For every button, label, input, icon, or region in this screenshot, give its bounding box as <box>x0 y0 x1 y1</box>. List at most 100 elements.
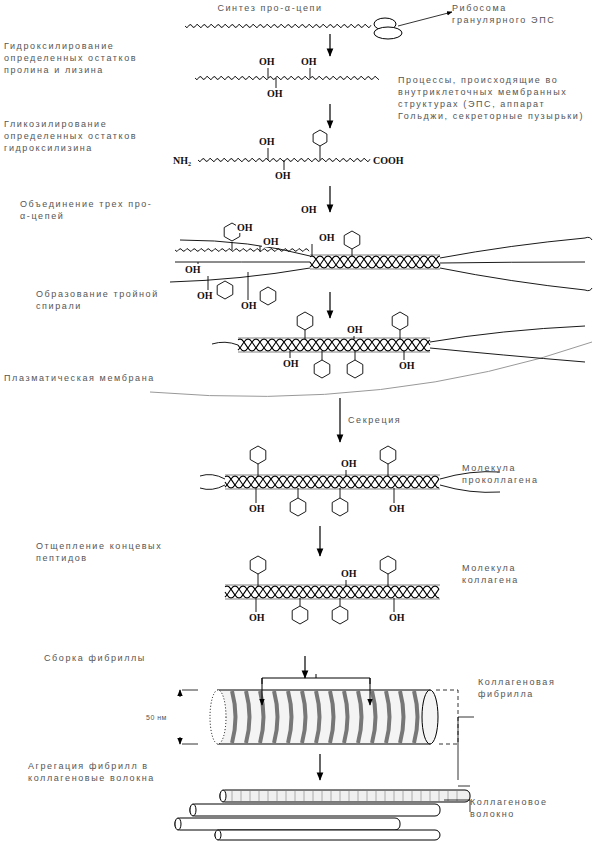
sugar-ring <box>344 231 360 249</box>
step-label: Гликозилирование определенных остатков г… <box>4 118 169 154</box>
side-group <box>290 351 291 358</box>
chemical-group: OH <box>346 324 364 335</box>
chain-strand <box>225 586 439 598</box>
side-group <box>268 68 269 78</box>
sugar-rings <box>217 130 408 624</box>
chemical-group: OH <box>318 232 336 243</box>
collagen-fiber <box>215 830 440 840</box>
chemical-group: OH <box>388 612 406 623</box>
chain-strand <box>225 476 439 488</box>
chemical-group: OH <box>258 56 276 67</box>
fiber-end <box>190 804 196 816</box>
helix-edge <box>310 255 440 256</box>
fiber-band <box>241 791 242 801</box>
fiber-band <box>250 791 251 801</box>
helix-edge <box>225 489 440 490</box>
fiber-band <box>448 791 449 801</box>
chain-strand <box>430 326 585 342</box>
fiber-band <box>304 791 305 801</box>
step-label: Сборка фибриллы <box>44 652 146 664</box>
sugar-ring <box>332 606 348 624</box>
sugar-ring <box>250 556 266 574</box>
step-label: Молекула проколлагена <box>462 462 577 486</box>
step-label: Рибосома гранулярного ЭПС <box>452 2 577 26</box>
side-group <box>352 249 353 256</box>
chain-strand <box>200 475 225 479</box>
chain-strand <box>440 237 592 258</box>
chemical-group: OH <box>248 612 266 623</box>
collagen-fibril <box>180 674 474 744</box>
chemical-group: OH <box>340 568 358 579</box>
chain-strand <box>185 24 371 28</box>
collagen-fiber <box>175 818 400 830</box>
side-group <box>268 148 269 160</box>
chemical-group: OH <box>300 56 318 67</box>
chemical-group: OH <box>248 503 266 514</box>
chain-strand <box>212 342 238 345</box>
leader-line <box>398 12 452 26</box>
step-label: Отщепление концевых пептидов <box>36 540 171 564</box>
chemical-group: OH <box>398 360 416 371</box>
chemical-group: OH <box>388 503 406 514</box>
fibril-band <box>400 691 404 743</box>
side-group <box>394 598 395 612</box>
side-group <box>355 351 356 360</box>
chain-strand <box>225 586 439 598</box>
step-label: Образование тройной спирали <box>36 288 176 312</box>
side-group <box>346 580 347 586</box>
side-group <box>260 246 261 252</box>
chain-strand <box>238 339 430 351</box>
fiber-band <box>430 791 431 801</box>
collagen-fiber <box>190 804 440 816</box>
fiber-band <box>367 791 368 801</box>
fibril-band <box>246 691 250 743</box>
chemical-group: OH <box>274 170 292 181</box>
side-group <box>284 160 285 170</box>
fibril-band <box>330 691 334 743</box>
step-label: Плазматическая мембрана <box>4 372 234 384</box>
chain-strand <box>200 485 225 489</box>
fiber-end <box>215 830 221 840</box>
chain-strand <box>225 586 439 598</box>
helix-edge <box>225 585 440 586</box>
fibril-band <box>372 691 376 743</box>
step-label: Молекула коллагена <box>462 562 567 586</box>
chain-strand <box>195 76 379 80</box>
step-label: Агрегация фибрилл в коллагеновые волокна <box>28 760 198 784</box>
helix-edge <box>225 599 440 600</box>
fiber-band <box>277 791 278 801</box>
side-group <box>340 488 341 498</box>
helix-edge <box>310 269 440 270</box>
sugar-ring <box>392 312 408 330</box>
side-group <box>305 330 306 339</box>
side-group <box>256 598 257 612</box>
fiber-band <box>421 791 422 801</box>
sugar-ring <box>347 360 363 378</box>
helix-edge <box>238 352 430 353</box>
fibril-band <box>386 691 390 743</box>
fiber-band <box>268 791 269 801</box>
step-arrows <box>305 34 340 780</box>
fiber-band <box>340 791 341 801</box>
fiber-end <box>175 818 181 830</box>
side-group <box>354 336 355 339</box>
side-group <box>256 488 257 503</box>
fiber-band <box>376 791 377 801</box>
dimension-label: 50 нм <box>146 712 167 724</box>
sugar-ring <box>290 498 306 516</box>
sugar-ring <box>314 360 330 378</box>
fiber-band <box>403 791 404 801</box>
sugar-ring <box>250 446 266 464</box>
fiber-band <box>439 791 440 801</box>
fiber-band <box>385 791 386 801</box>
sugar-ring <box>297 312 313 330</box>
fibril-band <box>302 691 306 743</box>
chain-strand <box>310 256 440 268</box>
chemical-group: OH <box>196 290 214 301</box>
side-group <box>340 598 341 606</box>
step-label: Объединение трех про-α-цепей <box>20 198 155 222</box>
sugar-ring <box>313 130 327 146</box>
chain-strand <box>440 262 585 263</box>
side-group <box>258 574 259 586</box>
side-group <box>320 146 321 160</box>
